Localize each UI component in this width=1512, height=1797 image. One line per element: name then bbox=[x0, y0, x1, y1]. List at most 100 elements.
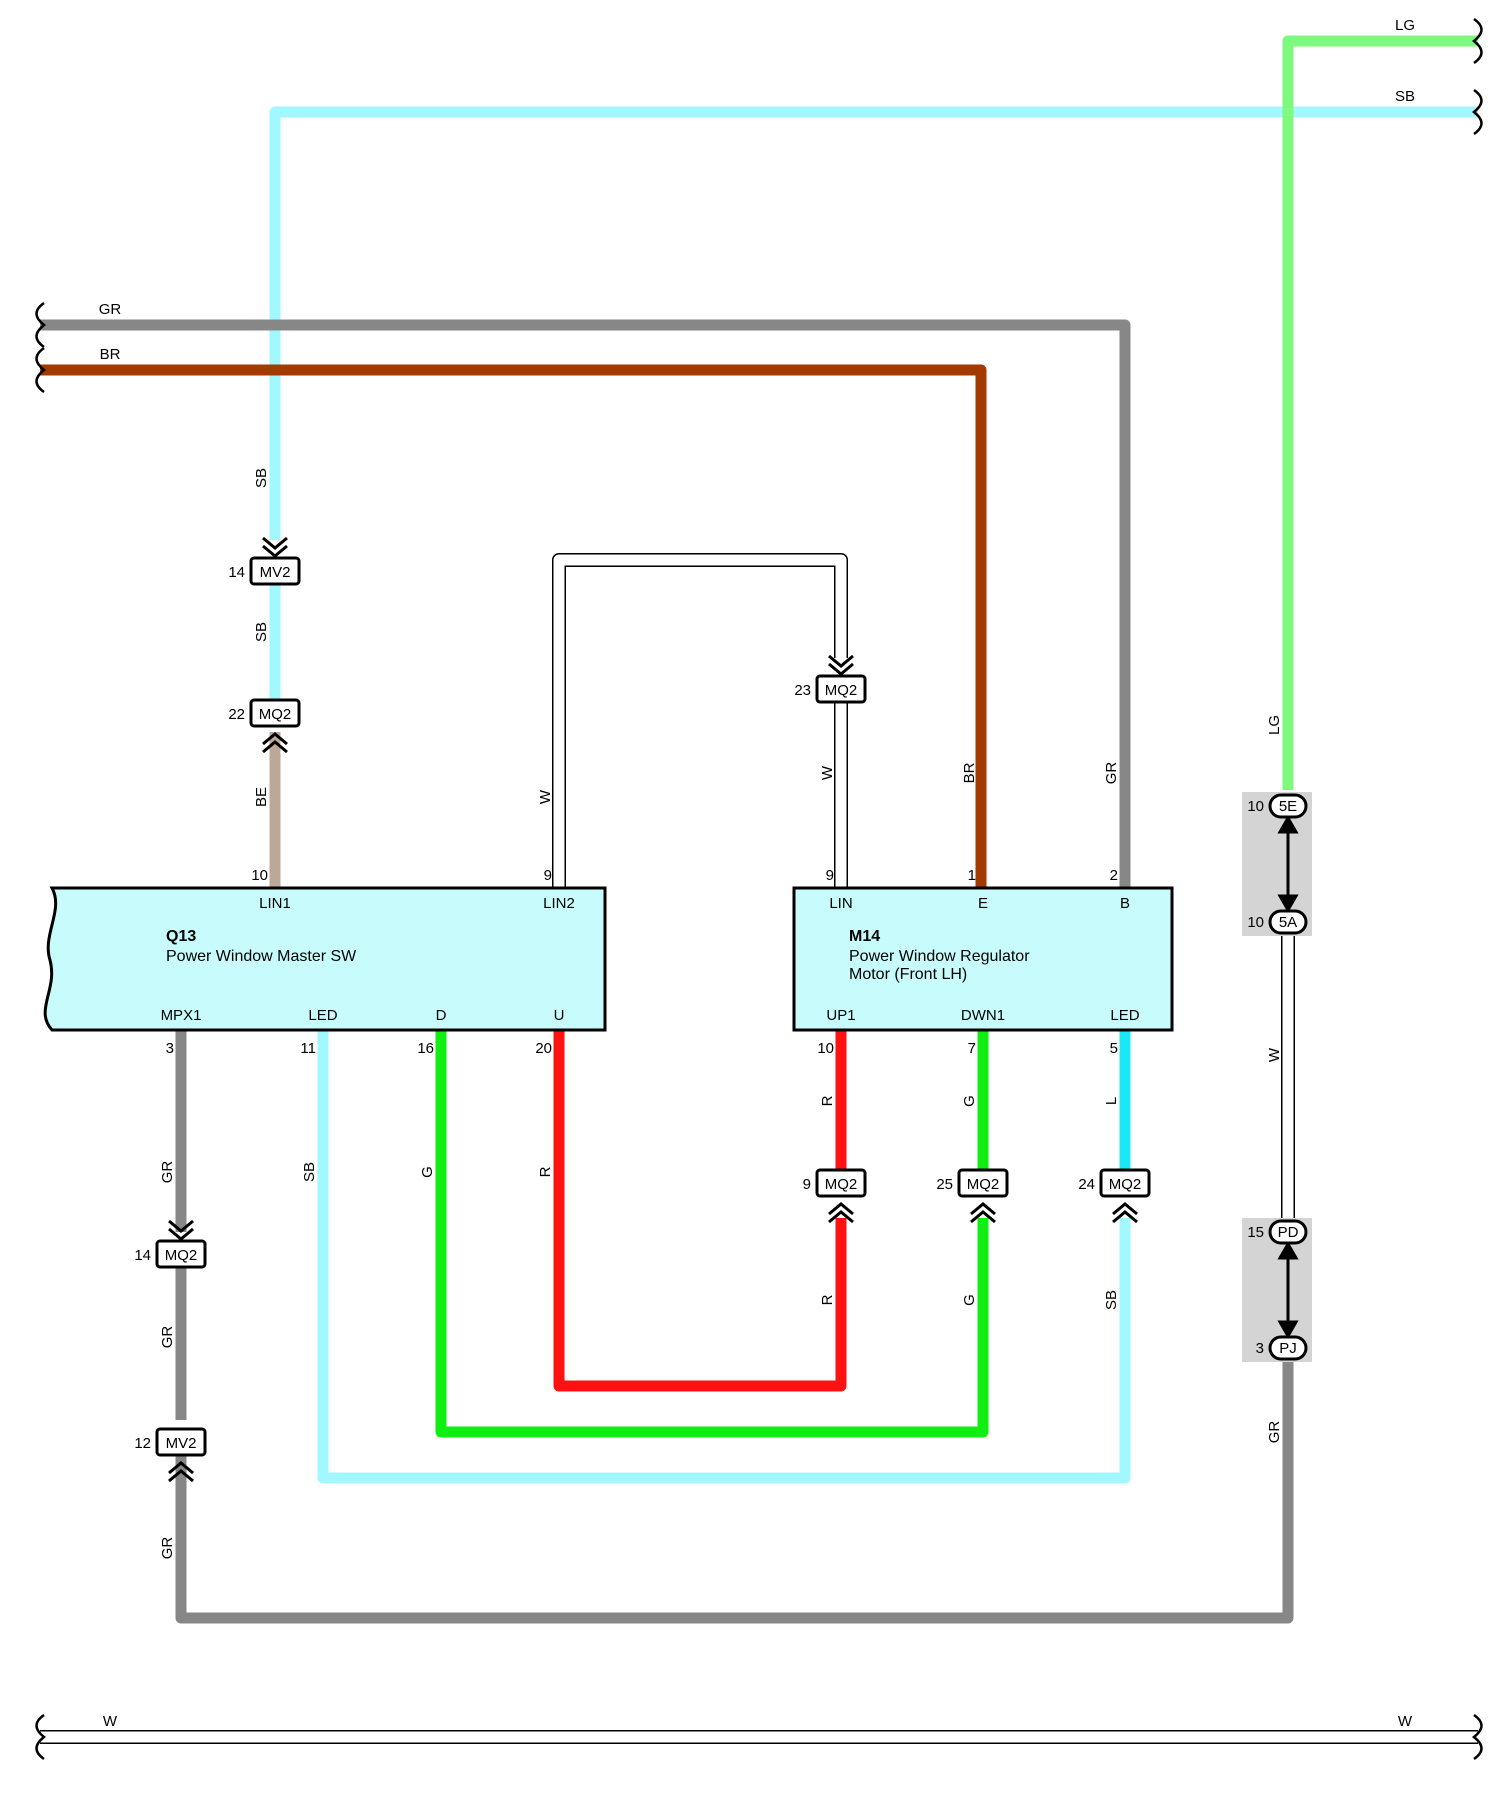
m14-desc-line2: Motor (Front LH) bbox=[849, 966, 967, 983]
wire-label-br-e: BR bbox=[961, 762, 978, 783]
connector-mq2-22[interactable]: MQ2 22 bbox=[228, 698, 301, 754]
wire-label-l-led: L bbox=[1103, 1097, 1120, 1105]
junction-connector-pd[interactable]: PD 15 bbox=[1247, 1219, 1308, 1245]
junction-arrow-5e-5a bbox=[1277, 814, 1299, 914]
component-m14[interactable]: M14 Power Window Regulator Motor (Front … bbox=[792, 886, 1174, 1032]
wire-label-br-left: BR bbox=[100, 346, 121, 363]
connector-mq2-23[interactable]: MQ2 23 bbox=[794, 654, 867, 704]
connector-pin: 14 bbox=[134, 1247, 151, 1264]
wire-label-g-dwn1: G bbox=[961, 1095, 978, 1107]
q13-body bbox=[43, 886, 607, 1032]
wire-label-gr-mpx1-1: GR bbox=[159, 1161, 176, 1184]
wire-label-gr-mpx1-3: GR bbox=[159, 1537, 176, 1560]
wire-g-loop bbox=[435, 1030, 989, 1438]
m14-pin-up1-label: UP1 bbox=[826, 1007, 855, 1024]
q13-pin-mpx1-label: MPX1 bbox=[161, 1007, 202, 1024]
wire-label-w-bottom-right: W bbox=[1398, 1713, 1413, 1730]
connector-box bbox=[815, 1168, 867, 1198]
connector-label: MQ2 bbox=[825, 682, 858, 699]
component-pin-numbers: 10 9 3 11 16 20 9 1 2 10 7 5 bbox=[166, 867, 1118, 1057]
connector-oval bbox=[1268, 793, 1308, 819]
wire-label-gr-left: GR bbox=[99, 301, 122, 318]
wire-label-sb-between: SB bbox=[253, 622, 270, 642]
wire-label-r-u: R bbox=[537, 1166, 554, 1177]
connector-pin: 12 bbox=[134, 1435, 151, 1452]
connector-box bbox=[815, 674, 867, 704]
connector-pin: 10 bbox=[1247, 798, 1264, 815]
junction-connector-5e[interactable]: 5E 10 bbox=[1247, 793, 1308, 819]
connector-label: MQ2 bbox=[165, 1247, 198, 1264]
q13-pin-lin1-label: LIN1 bbox=[259, 895, 291, 912]
connector-pin: 10 bbox=[1247, 914, 1264, 931]
m14-pin-led-label: LED bbox=[1110, 1007, 1139, 1024]
connector-label: 5E bbox=[1279, 798, 1297, 815]
wire-label-w-right: W bbox=[1266, 1047, 1283, 1062]
wire-label-w-lin2: W bbox=[537, 789, 554, 804]
wire-label-g-d: G bbox=[419, 1166, 436, 1178]
connector-label: MQ2 bbox=[1109, 1176, 1142, 1193]
q13-pin-lin2-num: 9 bbox=[544, 867, 552, 884]
connector-label: PJ bbox=[1279, 1340, 1297, 1357]
wire-gr-top bbox=[40, 319, 1131, 888]
q13-name: Q13 bbox=[166, 928, 196, 945]
connector-label: MQ2 bbox=[967, 1176, 1000, 1193]
connector-pin: 24 bbox=[1078, 1176, 1095, 1193]
m14-pin-dwn1-label: DWN1 bbox=[961, 1007, 1005, 1024]
m14-pin-e-num: 1 bbox=[968, 867, 976, 884]
wire-label-r-up1-low: R bbox=[819, 1294, 836, 1305]
connector-pin: 14 bbox=[228, 564, 245, 581]
wire-label-sb-led-low: SB bbox=[1103, 1290, 1120, 1310]
junction-connector-5a[interactable]: 5A 10 bbox=[1247, 909, 1308, 935]
m14-pin-dwn1-num: 7 bbox=[968, 1040, 976, 1057]
connector-mq2-9[interactable]: MQ2 9 bbox=[803, 1168, 867, 1224]
connector-label: MV2 bbox=[260, 564, 291, 581]
wire-br-top bbox=[40, 364, 987, 888]
connector-box bbox=[155, 1239, 207, 1269]
connector-mv2-12[interactable]: MV2 12 bbox=[134, 1427, 207, 1483]
q13-pin-lin1-num: 10 bbox=[251, 867, 268, 884]
component-q13[interactable]: Q13 Power Window Master SW LIN1 LIN2 MPX… bbox=[43, 886, 607, 1032]
m14-pin-b-num: 2 bbox=[1110, 867, 1118, 884]
q13-pin-lin2-label: LIN2 bbox=[543, 895, 575, 912]
connector-mq2-24[interactable]: MQ2 24 bbox=[1078, 1168, 1151, 1224]
junction-connector-pj[interactable]: PJ 3 bbox=[1256, 1335, 1308, 1361]
wire-sb-top bbox=[269, 106, 1478, 540]
connector-label: MQ2 bbox=[259, 706, 292, 723]
wire-label-lg-top: LG bbox=[1395, 17, 1415, 34]
wire-label-sb-led: SB bbox=[301, 1162, 318, 1182]
connector-pin: 3 bbox=[1256, 1340, 1264, 1357]
connector-pin: 9 bbox=[803, 1176, 811, 1193]
connector-label: PD bbox=[1278, 1224, 1299, 1241]
connector-box bbox=[957, 1168, 1009, 1198]
connector-mq2-14[interactable]: MQ2 14 bbox=[134, 1219, 207, 1269]
connector-mv2-14[interactable]: MV2 14 bbox=[228, 536, 301, 586]
wire-label-lg-right: LG bbox=[1266, 715, 1283, 735]
q13-pin-mpx1-num: 3 bbox=[166, 1040, 174, 1057]
wire-label-w-mq2-23: W bbox=[819, 765, 836, 780]
wire-break-marks bbox=[35, 17, 1483, 1761]
q13-pin-led-label: LED bbox=[308, 1007, 337, 1024]
m14-pin-lin-label: LIN bbox=[829, 895, 852, 912]
junction-arrow-pd-pj bbox=[1277, 1240, 1299, 1340]
wire-r-loop bbox=[553, 1030, 847, 1392]
q13-pin-d-num: 16 bbox=[417, 1040, 434, 1057]
connector-pin: 25 bbox=[936, 1176, 953, 1193]
wire-label-be: BE bbox=[253, 787, 270, 807]
q13-desc: Power Window Master SW bbox=[166, 948, 357, 965]
wire-w-lin2-loop bbox=[552, 553, 848, 888]
m14-body bbox=[792, 886, 1174, 1032]
m14-pin-b-label: B bbox=[1120, 895, 1130, 912]
connector-oval bbox=[1268, 1219, 1308, 1245]
connector-pin: 15 bbox=[1247, 1224, 1264, 1241]
q13-pin-led-num: 11 bbox=[300, 1040, 316, 1057]
connector-pin: 23 bbox=[794, 682, 811, 699]
m14-pin-led-num: 5 bbox=[1110, 1040, 1118, 1057]
connector-mq2-25[interactable]: MQ2 25 bbox=[936, 1168, 1009, 1224]
m14-pin-lin-num: 9 bbox=[826, 867, 834, 884]
m14-name: M14 bbox=[849, 928, 880, 945]
q13-pin-u-label: U bbox=[554, 1007, 565, 1024]
wire-label-sb-above-mv2: SB bbox=[253, 468, 270, 488]
q13-pin-u-num: 20 bbox=[535, 1040, 552, 1057]
connector-label: 5A bbox=[1279, 914, 1297, 931]
